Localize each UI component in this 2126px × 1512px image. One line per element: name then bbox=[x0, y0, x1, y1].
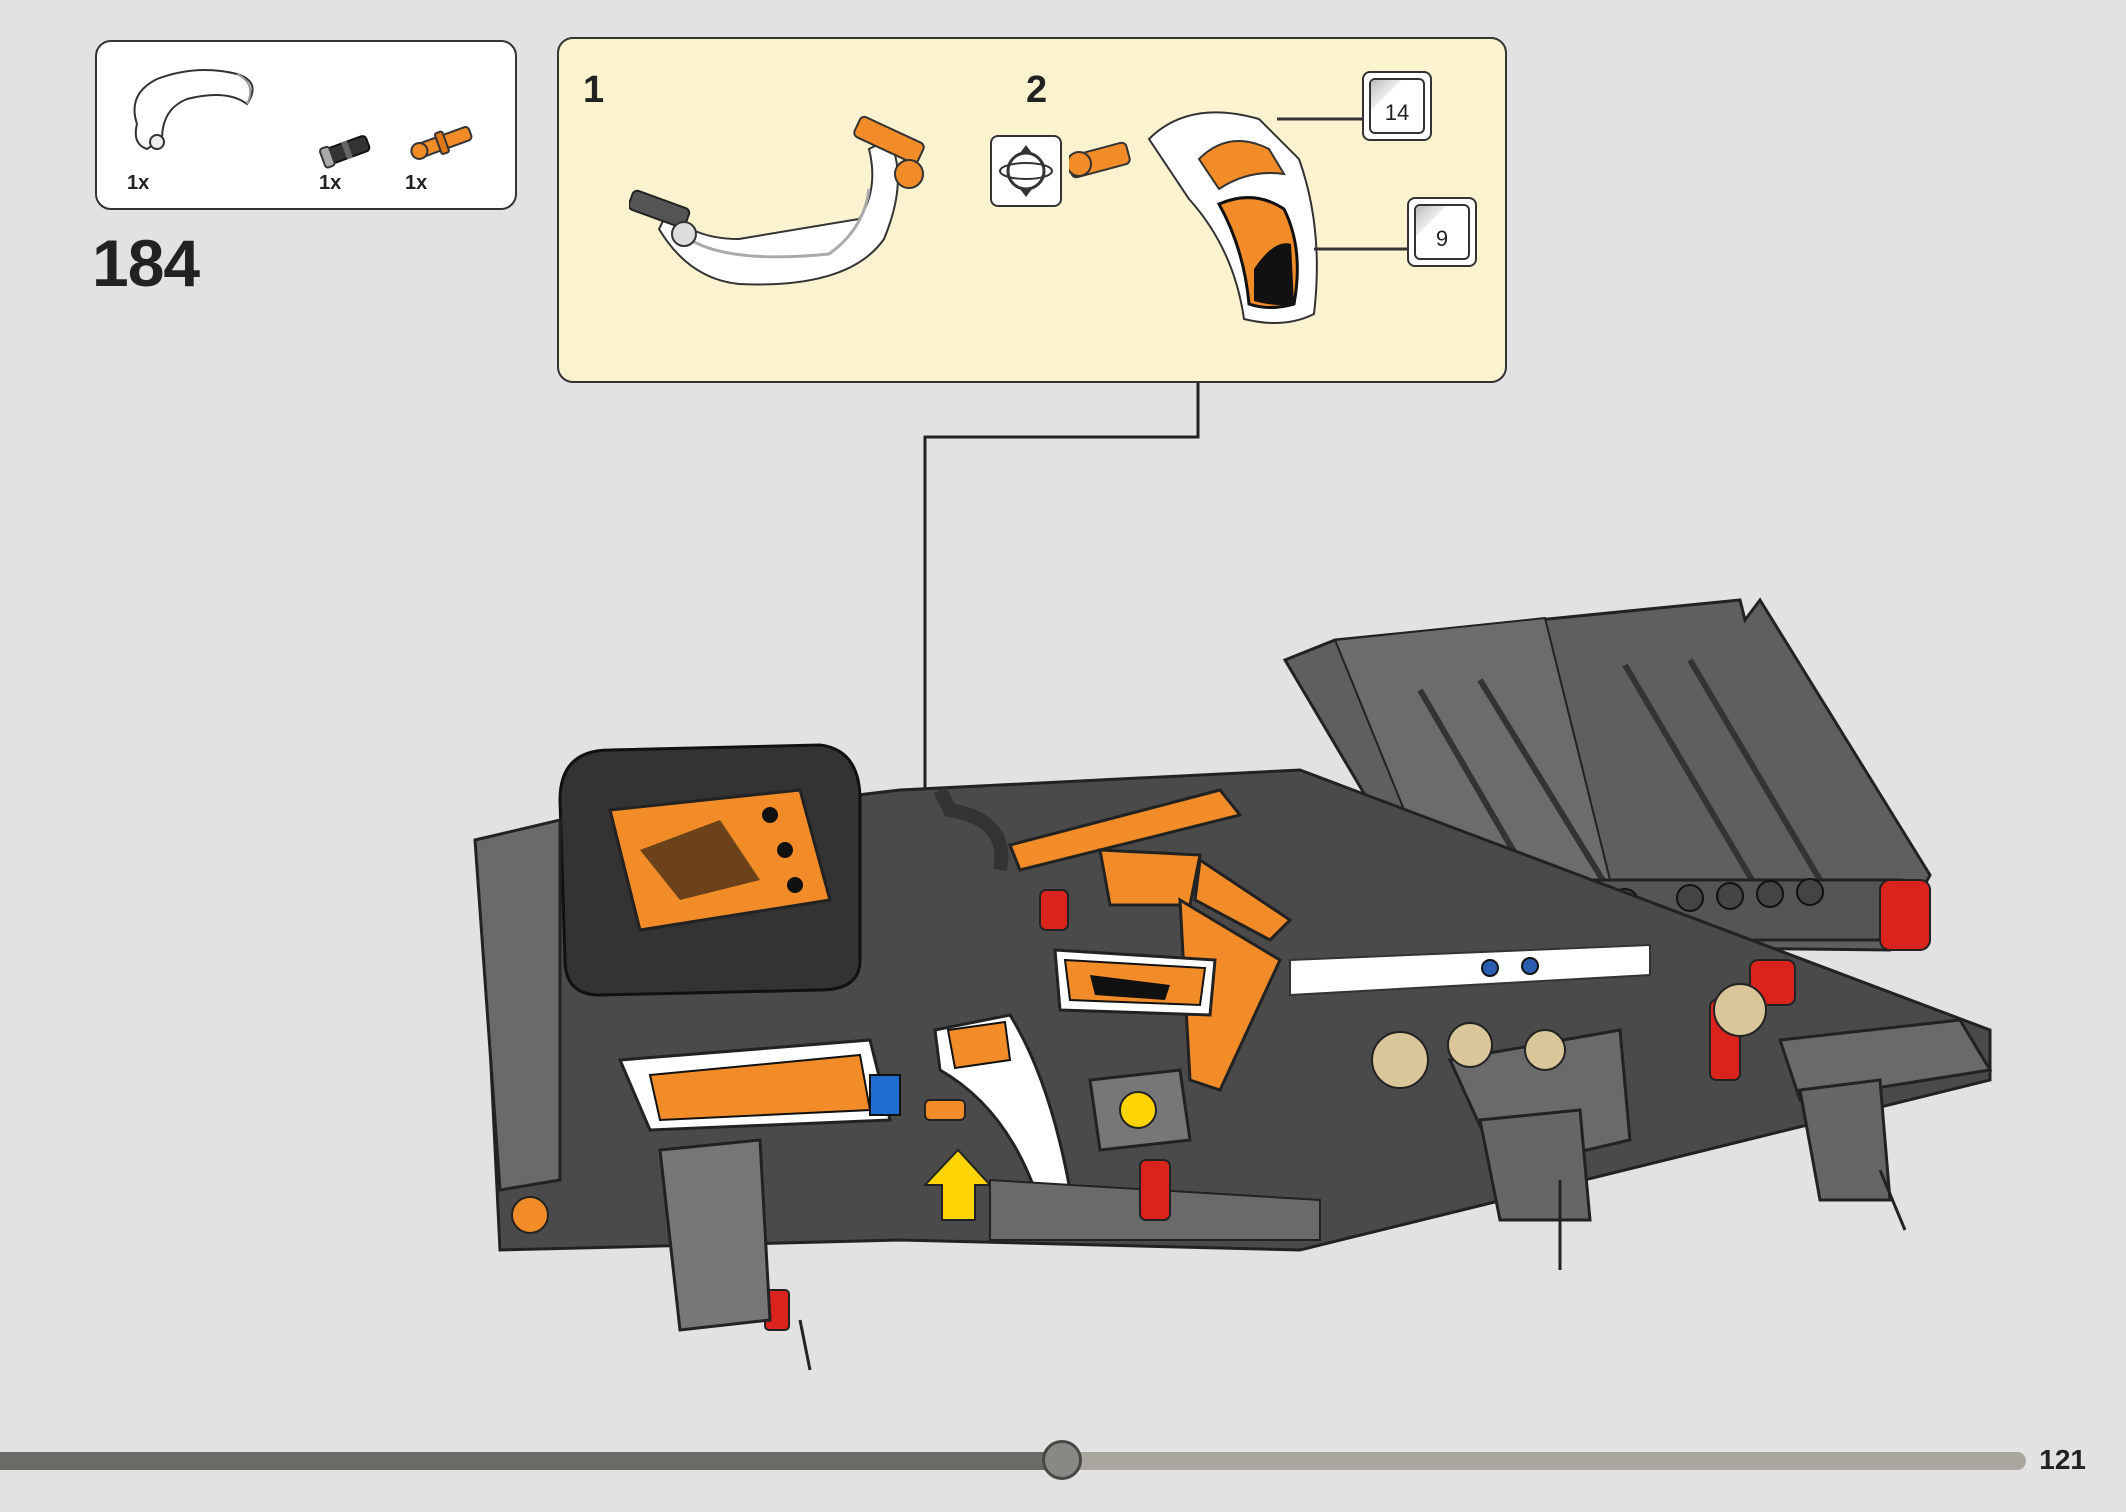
black-axle-connector-icon bbox=[318, 135, 371, 169]
progress-bar-fill bbox=[0, 1452, 1062, 1470]
part-qty: 1x bbox=[319, 172, 342, 194]
sticker-number: 9 bbox=[1435, 226, 1449, 251]
white-curved-panel-icon bbox=[133, 69, 254, 151]
orange-pin-icon bbox=[410, 126, 473, 160]
part-qty: 1x bbox=[405, 172, 428, 194]
rotate-icon bbox=[990, 135, 1062, 207]
sub-step-number: 1 bbox=[583, 69, 605, 111]
sub-assembly-callout: 1 2 14 9 bbox=[557, 37, 1507, 383]
parts-list-box: 1x 1x 1x bbox=[95, 40, 517, 210]
sub-step-2-illustration bbox=[1069, 111, 1318, 324]
sticker-reference: 9 bbox=[1407, 197, 1477, 267]
sub-step-1-illustration bbox=[629, 115, 925, 286]
part-qty: 1x bbox=[127, 172, 150, 194]
step-number: 184 bbox=[92, 226, 200, 300]
sticker-number: 14 bbox=[1384, 100, 1410, 125]
sticker-leader-lines bbox=[1277, 117, 1407, 251]
page-number: 121 bbox=[2039, 1444, 2086, 1475]
sticker-reference: 14 bbox=[1362, 71, 1432, 141]
sub-step-number: 2 bbox=[1026, 69, 1048, 111]
progress-bar-knob bbox=[1042, 1440, 1082, 1480]
